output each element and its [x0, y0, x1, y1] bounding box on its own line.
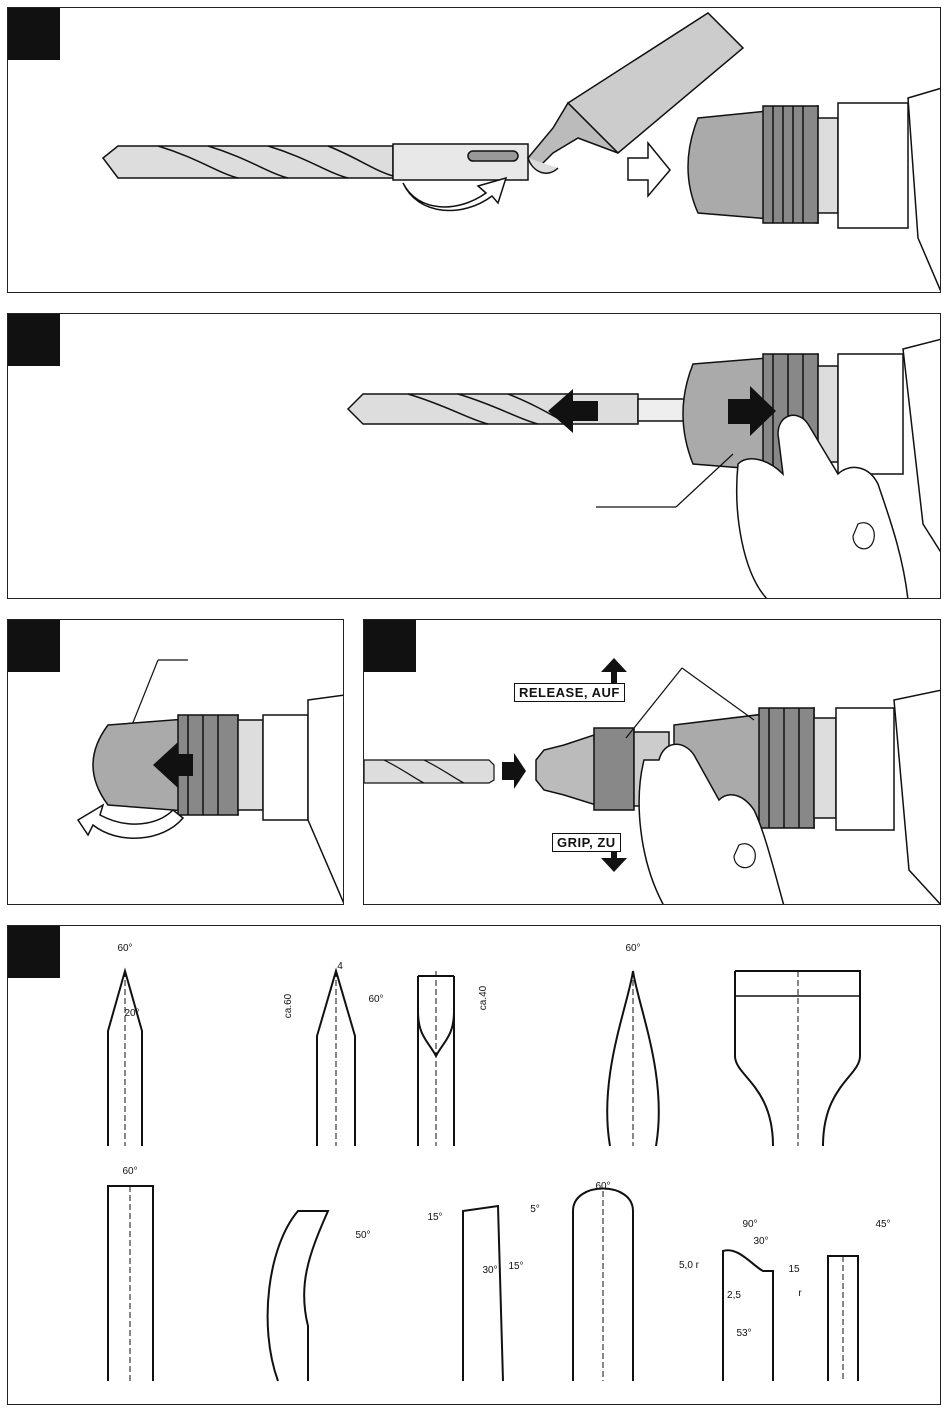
lock-chuck-illustration — [8, 620, 344, 905]
hammer-drill-icon — [93, 695, 344, 905]
panel-remove-bit — [7, 313, 941, 599]
dim-label: 53° — [736, 1328, 751, 1339]
panel-lock-chuck — [7, 619, 344, 905]
dim-label: 60° — [122, 1166, 137, 1177]
dim-label: 5° — [530, 1204, 540, 1215]
dim-label: 20° — [124, 1008, 139, 1019]
dim-label: ca.60 — [283, 993, 294, 1018]
chisel-icon — [463, 1206, 503, 1381]
dim-label: 15° — [427, 1212, 442, 1223]
dim-label: 45° — [875, 1219, 890, 1230]
dim-label: 90° — [742, 1219, 757, 1230]
hammer-drill-icon — [688, 88, 941, 293]
grip-label: GRIP, ZU — [552, 833, 621, 852]
dim-label: 15 — [788, 1264, 800, 1275]
panel-tool-geometry: 60° 20° 4 ca.60 60° ca.40 60° 60° 50° 15… — [7, 925, 941, 1405]
keyless-chuck-illustration — [364, 620, 941, 905]
dim-label: 5,0 r — [679, 1260, 700, 1271]
arrow-icon — [628, 143, 670, 196]
dim-label: 30° — [753, 1236, 768, 1247]
arrow-up-icon — [601, 658, 627, 672]
dim-label: 50° — [355, 1230, 370, 1241]
remove-bit-illustration — [8, 314, 941, 599]
drill-bit-icon — [364, 760, 494, 783]
panel-keyless-chuck: RELEASE, AUF GRIP, ZU — [363, 619, 941, 905]
release-label: RELEASE, AUF — [514, 683, 625, 702]
rotate-arrow-icon — [403, 178, 506, 211]
dim-label: 60° — [595, 1181, 610, 1192]
panel-greasing — [7, 7, 941, 293]
dim-label: 15° — [508, 1261, 523, 1272]
dim-label: 2,5 — [727, 1290, 741, 1301]
chisel-icon — [723, 1250, 773, 1381]
tool-geometry-drawings: 60° 20° 4 ca.60 60° ca.40 60° 60° 50° 15… — [8, 926, 941, 1405]
arrow-right-icon — [502, 753, 526, 789]
drill-bit-icon — [348, 394, 688, 424]
dim-label: 60° — [368, 994, 383, 1005]
dim-label: 60° — [625, 943, 640, 954]
dim-label: r — [798, 1288, 802, 1299]
dim-label: 60° — [117, 943, 132, 954]
dim-label: 4 — [337, 961, 343, 972]
arrow-down-icon — [601, 858, 627, 872]
dim-label: 30° — [482, 1265, 497, 1276]
drill-bit-icon — [103, 144, 528, 180]
greasing-illustration — [8, 8, 941, 293]
dim-label: ca.40 — [478, 985, 489, 1010]
chisel-icon — [268, 1211, 328, 1381]
